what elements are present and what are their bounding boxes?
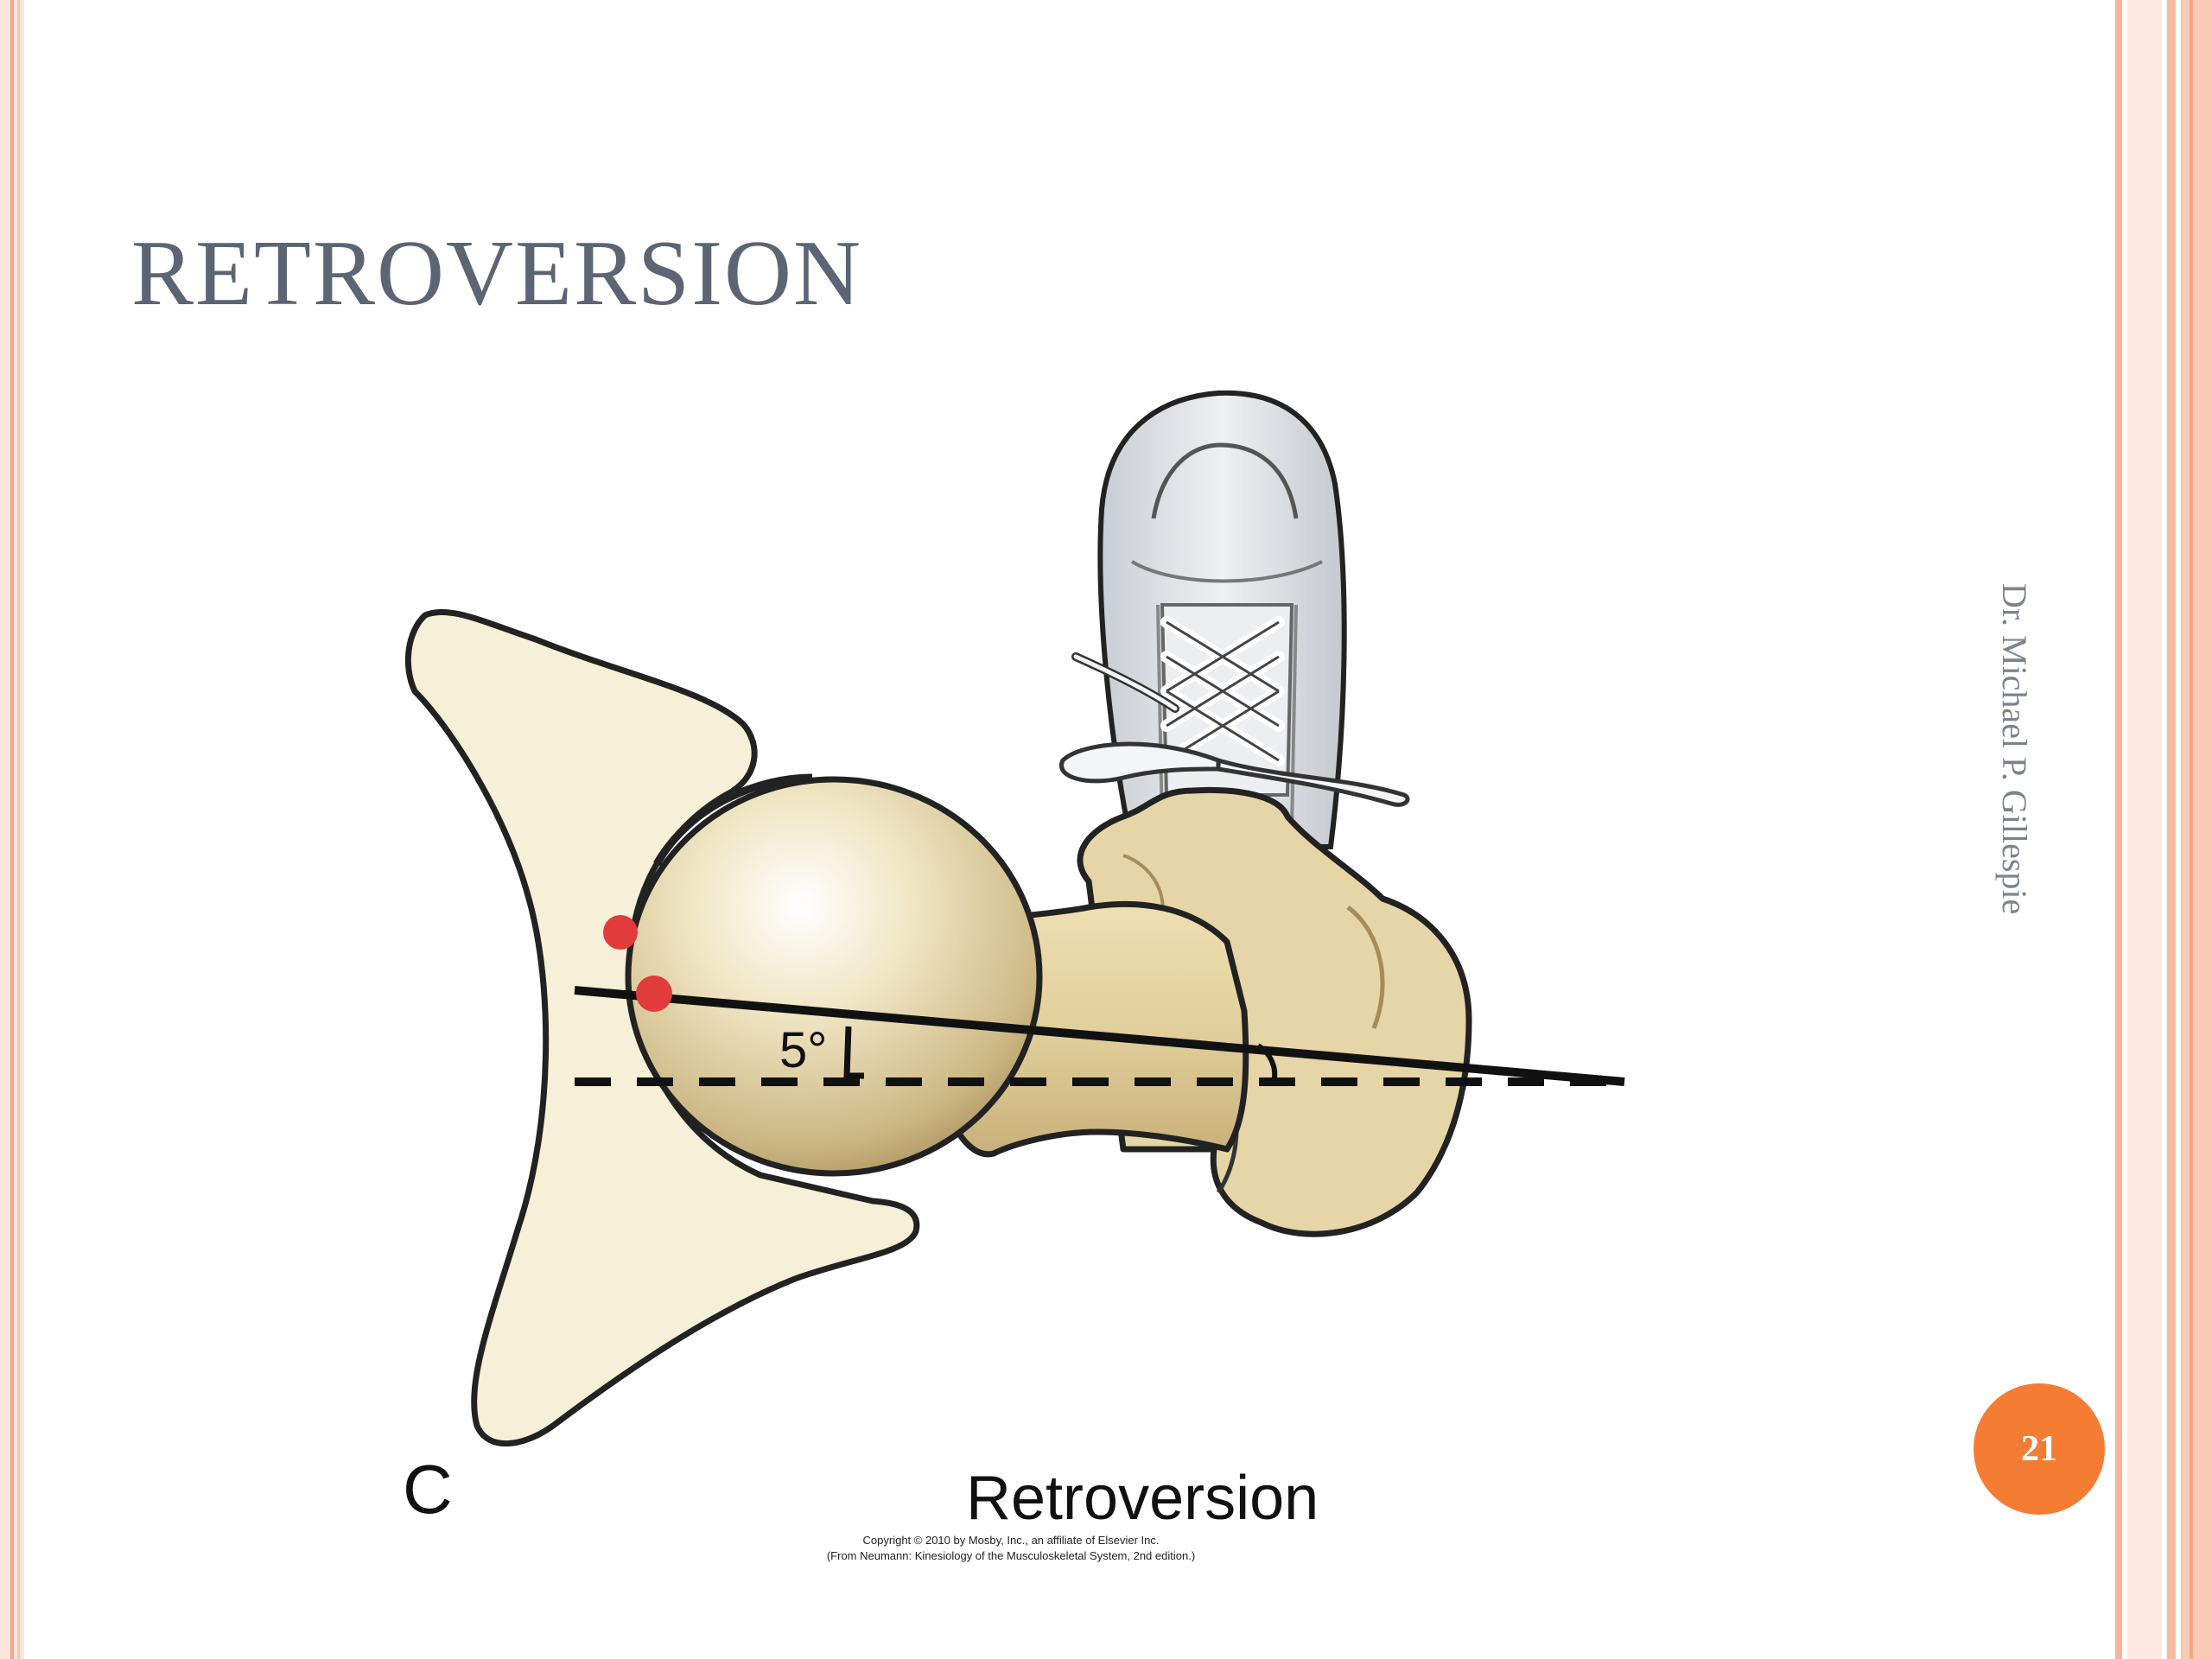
- slide-number-text: 21: [2021, 1429, 2057, 1469]
- angle-arc-right: [1256, 1043, 1278, 1083]
- femoral-head-landmark-marker: [636, 976, 672, 1012]
- copyright-line-2: (From Neumann: Kinesiology of the Muscul…: [826, 1549, 1196, 1562]
- copyright-line-1: Copyright © 2010 by Mosby, Inc., an affi…: [862, 1534, 1160, 1547]
- shoe-illustration: [1059, 390, 1410, 849]
- right-frame-border: [2115, 0, 2212, 1659]
- acetabular-landmark-marker: [603, 915, 638, 950]
- angle-arc-left: [843, 1026, 864, 1079]
- figure-panel-label: C: [403, 1451, 453, 1528]
- angle-label: 5°: [779, 1022, 828, 1078]
- neck-axis-line: [574, 986, 1625, 1086]
- slide-title: RETROVERSION: [131, 222, 863, 325]
- figure-caption: Retroversion: [966, 1464, 1319, 1533]
- pelvis-bone: [404, 609, 920, 1447]
- left-frame-border: [0, 0, 24, 1659]
- femoral-head: [625, 776, 1043, 1177]
- slide-number-badge: 21: [1974, 1383, 2105, 1515]
- figure-copyright: Copyright © 2010 by Mosby, Inc., an affi…: [734, 1533, 1287, 1564]
